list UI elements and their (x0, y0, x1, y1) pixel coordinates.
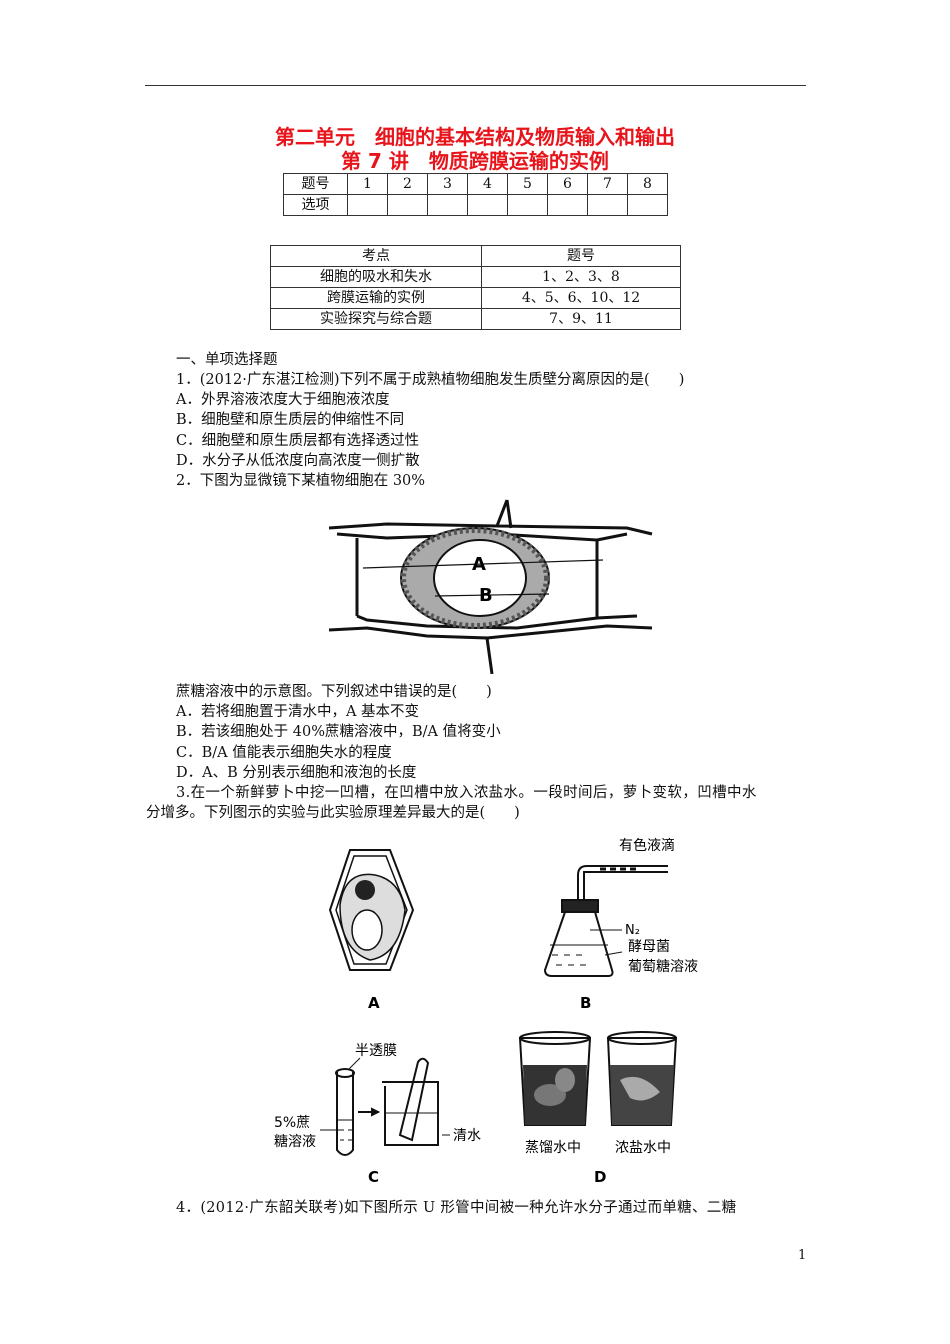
figure-b-flask (543, 865, 668, 977)
question-number: 8 (627, 173, 668, 195)
numbers-cell: 4、5、6、10、12 (481, 287, 681, 309)
figure-d-beakers (518, 1031, 678, 1126)
section-heading: 一、单项选择题 (176, 352, 278, 368)
caption-c: C (368, 1168, 379, 1186)
q2-option-d: D．A、B 分别表示细胞和液泡的长度 (176, 765, 417, 781)
answer-table-header: 题号 (283, 173, 348, 195)
q3-stem-line1: 3.在一个新鲜萝卜中挖一凹槽，在凹槽中放入浓盐水。一段时间后，萝卜变软，凹槽中水 (176, 785, 757, 801)
question-number: 4 (467, 173, 508, 195)
answer-row-label: 选项 (283, 194, 348, 216)
header-rule (145, 85, 806, 86)
q1-option-d: D．水分子从低浓度向高浓度一侧扩散 (176, 453, 420, 469)
numbers-cell: 1、2、3、8 (481, 266, 681, 288)
q4-stem: 4．(2012·广东韶关联考)如下图所示 U 形管中间被一种允许水分子通过而单糖… (176, 1200, 737, 1216)
label-sucrose-5: 5%蔗 (274, 1115, 310, 1131)
question-number: 7 (587, 173, 628, 195)
label-n2: N₂ (625, 923, 640, 938)
question-number: 5 (507, 173, 548, 195)
question-number: 1 (347, 173, 388, 195)
answer-table: 题号 1 2 3 4 5 6 7 8 选项 (283, 173, 668, 216)
figure-a-cell (328, 849, 415, 971)
unit-title: 第二单元 细胞的基本结构及物质输入和输出 (275, 125, 675, 149)
answer-cell[interactable] (467, 194, 508, 216)
q1-option-b: B．细胞壁和原生质层的伸缩性不同 (176, 412, 405, 428)
page-number: 1 (798, 1248, 807, 1263)
question-number: 6 (547, 173, 588, 195)
lesson-title: 第 7 讲 物质跨膜运输的实例 (341, 149, 609, 173)
topic-cell: 跨膜运输的实例 (270, 287, 482, 309)
q2-option-b: B．若该细胞处于 40%蔗糖溶液中，B/A 值将变小 (176, 724, 501, 740)
caption-a: A (368, 994, 380, 1012)
answer-cell[interactable] (427, 194, 468, 216)
answer-cell[interactable] (387, 194, 428, 216)
caption-d: D (594, 1168, 606, 1186)
q2-option-c: C．B/A 值能表示细胞失水的程度 (176, 745, 392, 761)
topic-cell: 细胞的吸水和失水 (270, 266, 482, 288)
q1-option-a: A．外界溶液浓度大于细胞液浓度 (176, 392, 390, 408)
answer-cell[interactable] (627, 194, 668, 216)
label-clear-water: 清水 (453, 1128, 481, 1144)
label-brine: 浓盐水中 (615, 1140, 671, 1156)
q2-stem-cont: 蔗糖溶液中的示意图。下列叙述中错误的是( ) (176, 684, 492, 700)
question-number: 3 (427, 173, 468, 195)
answer-cell[interactable] (547, 194, 588, 216)
label-a: A (472, 554, 486, 575)
q3-figure: A 有色液滴 N₂ 酵母菌 葡萄糖溶液 B 半透膜 5%蔗 糖溶液 清水 C (274, 837, 698, 1186)
numbers-header: 题号 (481, 245, 681, 267)
label-semipermeable-membrane: 半透膜 (355, 1043, 397, 1059)
q1-stem: 1．(2012·广东湛江检测)下列不属于成熟植物细胞发生质壁分离原因的是( ) (176, 372, 685, 388)
question-number: 2 (387, 173, 428, 195)
answer-cell[interactable] (507, 194, 548, 216)
q1-option-c: C．细胞壁和原生质层都有选择透过性 (176, 433, 420, 449)
topic-cell: 实验探究与综合题 (270, 308, 482, 330)
label-glucose-solution: 葡萄糖溶液 (628, 959, 698, 975)
q3-stem-line2: 分增多。下列图示的实验与此实验原理差异最大的是( ) (146, 805, 520, 821)
label-distilled-water: 蒸馏水中 (525, 1140, 581, 1156)
label-colored-droplet: 有色液滴 (619, 837, 675, 854)
answer-cell[interactable] (587, 194, 628, 216)
q2-stem: 2．下图为显微镜下某植物细胞在 30% (176, 473, 426, 489)
label-b: B (479, 585, 493, 606)
figure-c-osmosis (320, 1057, 450, 1156)
label-sucrose-solution: 糖溶液 (274, 1134, 316, 1150)
label-yeast: 酵母菌 (628, 939, 670, 955)
topic-header: 考点 (270, 245, 482, 267)
numbers-cell: 7、9、11 (481, 308, 681, 330)
answer-cell[interactable] (347, 194, 388, 216)
caption-b: B (580, 994, 591, 1012)
plant-cell-figure: A B (328, 499, 653, 674)
q2-option-a: A．若将细胞置于清水中，A 基本不变 (176, 704, 420, 720)
